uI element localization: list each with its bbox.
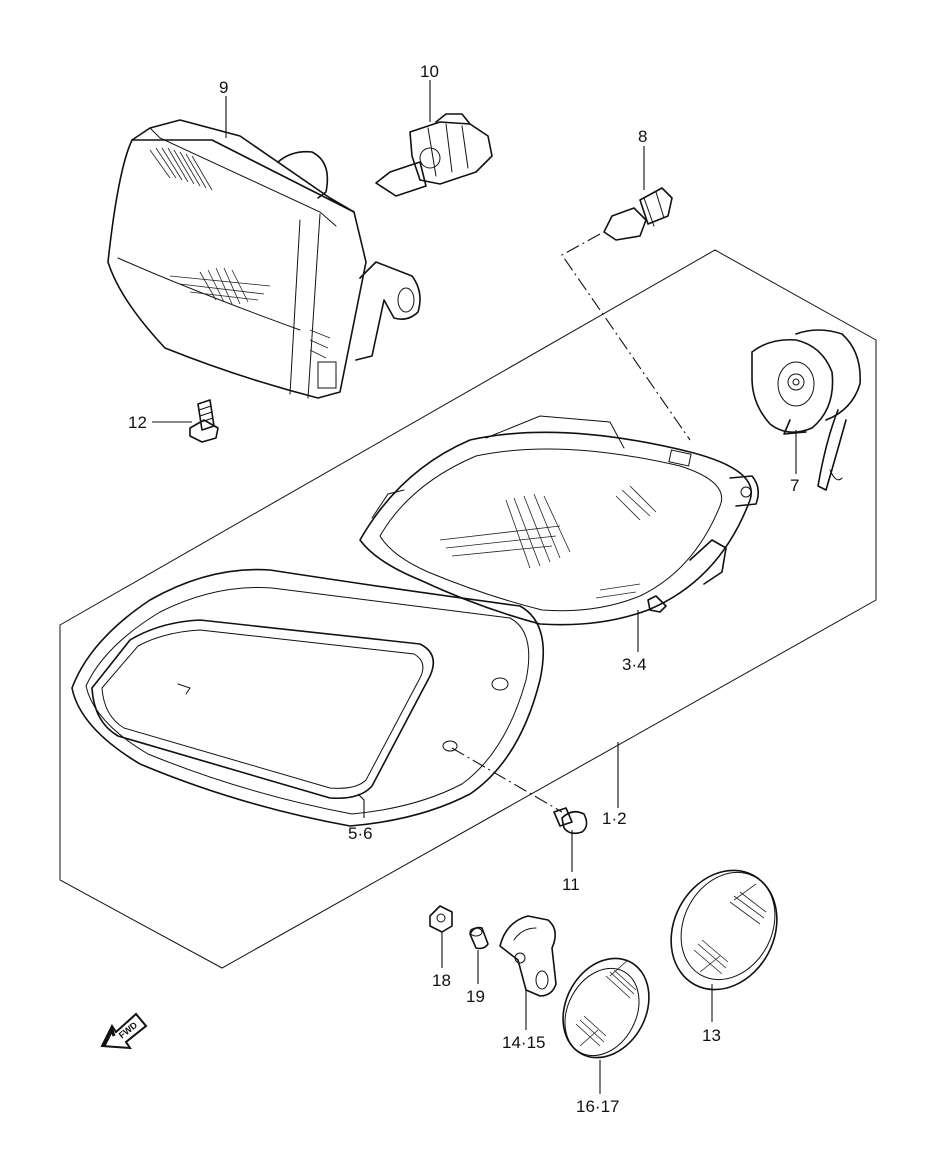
part-16-17-reflector [562,957,650,1059]
part-9-lens-hatching [149,147,331,359]
part-11-screw [553,807,588,835]
fwd-direction-arrow: FWD [100,1012,148,1050]
callout-14-15: 14·15 [502,1033,545,1052]
part-7-socket-harness [751,329,861,491]
part-14-15-bracket [499,915,557,997]
callout-7: 7 [790,476,799,495]
part-8-small-bulb [603,187,673,241]
callout-18: 18 [432,971,451,990]
part-9-position-lamp [107,119,421,399]
callout-1-2: 1·2 [602,809,627,828]
part-10-bulb-socket [375,113,493,197]
callout-12: 12 [128,413,147,432]
part-3-4-lens-hatching [439,485,657,599]
callout-9: 9 [219,78,228,97]
part-5-6-headlamp-bezel [71,568,545,827]
part-8-install-line [561,233,691,441]
part-13-reflector [670,869,778,991]
part-13-reflector-texture [693,883,767,975]
callout-16-17: 16·17 [576,1097,619,1116]
part-11-install-line [451,747,563,813]
fwd-arrow-icon [100,1012,148,1050]
callout-19: 19 [466,987,485,1006]
callout-3-4: 3·4 [622,655,647,674]
callout-13: 13 [702,1026,721,1045]
assembly-outline-box [59,249,877,969]
callout-8: 8 [638,127,647,146]
part-18-nut [429,905,453,933]
leader-lines [152,80,797,1094]
part-19-collar [469,926,489,950]
part-3-4-headlamp-unit [359,415,760,626]
part-12-screw [189,399,219,443]
callout-labels: 9 10 8 12 7 3·4 5·6 1·2 11 18 19 14·15 1… [128,62,799,1116]
callout-11: 11 [562,875,580,894]
callout-5-6: 5·6 [348,824,373,843]
callout-10: 10 [420,62,439,81]
part-16-17-reflector-texture [575,959,637,1047]
